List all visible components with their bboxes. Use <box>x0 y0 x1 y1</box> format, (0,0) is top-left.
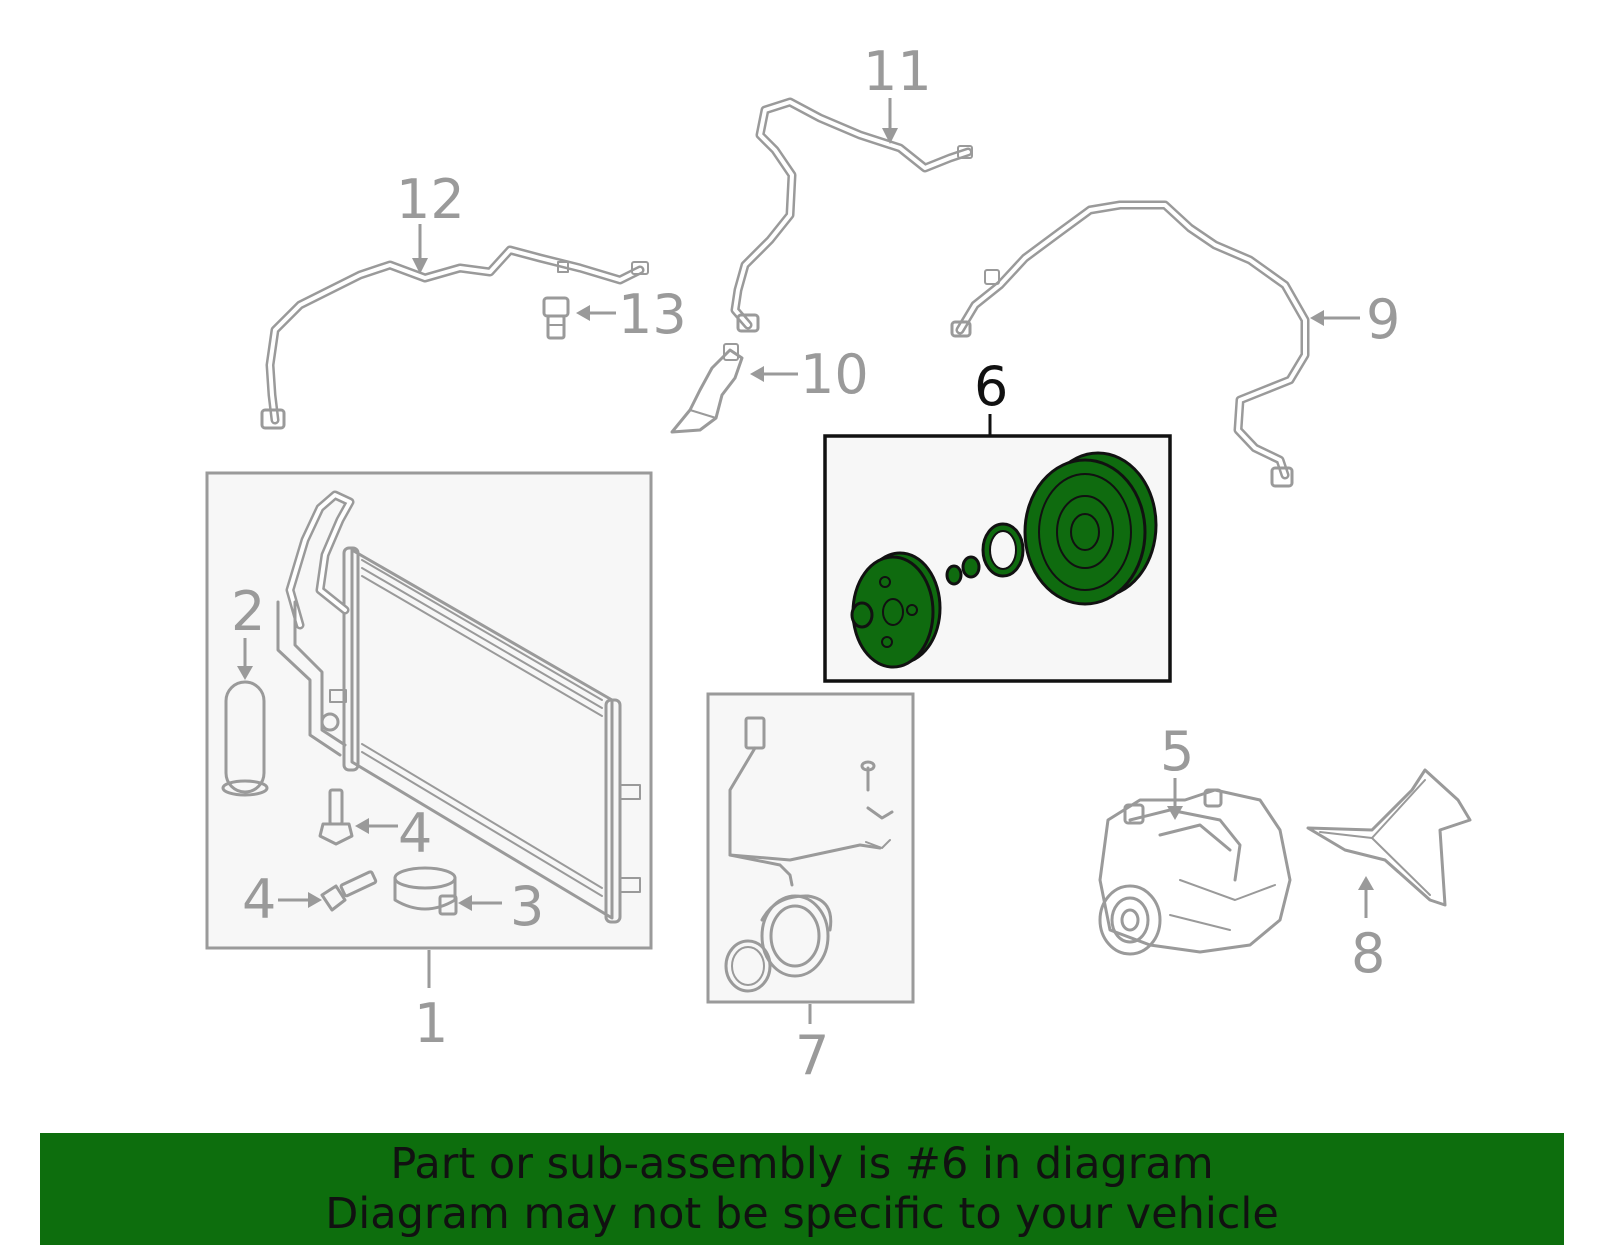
part-8-shield[interactable] <box>1306 768 1472 907</box>
part-6-clutch-assembly[interactable] <box>850 451 1158 669</box>
callout-8: 8 <box>1351 922 1385 985</box>
callout-9: 9 <box>1366 288 1400 351</box>
callout-10: 10 <box>800 343 869 406</box>
part-12-hose[interactable] <box>260 245 649 430</box>
callout-12: 12 <box>396 168 465 231</box>
part-1-condenser[interactable] <box>276 490 641 924</box>
part-10-bracket[interactable] <box>670 343 744 434</box>
callout-2: 2 <box>231 580 265 643</box>
part-7-coil[interactable] <box>724 716 894 993</box>
callout-3: 3 <box>510 875 544 938</box>
callout-7: 7 <box>795 1024 829 1087</box>
part-3-clamp[interactable] <box>393 866 458 916</box>
callout-5: 5 <box>1160 720 1194 783</box>
part-11-hose[interactable] <box>730 97 973 333</box>
part-13-switch[interactable] <box>542 296 570 340</box>
callout-13: 13 <box>618 283 687 346</box>
callout-6: 6 <box>974 355 1008 418</box>
part-5-compressor[interactable] <box>1098 788 1292 956</box>
banner-line-2: Diagram may not be specific to your vehi… <box>325 1189 1279 1239</box>
callout-4-upper: 4 <box>398 802 432 865</box>
callout-4-lower: 4 <box>242 868 276 931</box>
callout-11: 11 <box>863 40 932 103</box>
banner-line-1: Part or sub-assembly is #6 in diagram <box>390 1139 1214 1189</box>
callout-1: 1 <box>414 992 448 1055</box>
info-banner: Part or sub-assembly is #6 in diagram Di… <box>40 1133 1564 1245</box>
part-2-drier[interactable] <box>221 680 269 797</box>
part-4-bolt-lower[interactable] <box>320 870 378 912</box>
part-4-bolt-upper[interactable] <box>318 788 354 846</box>
part-9-hose[interactable] <box>950 200 1310 488</box>
